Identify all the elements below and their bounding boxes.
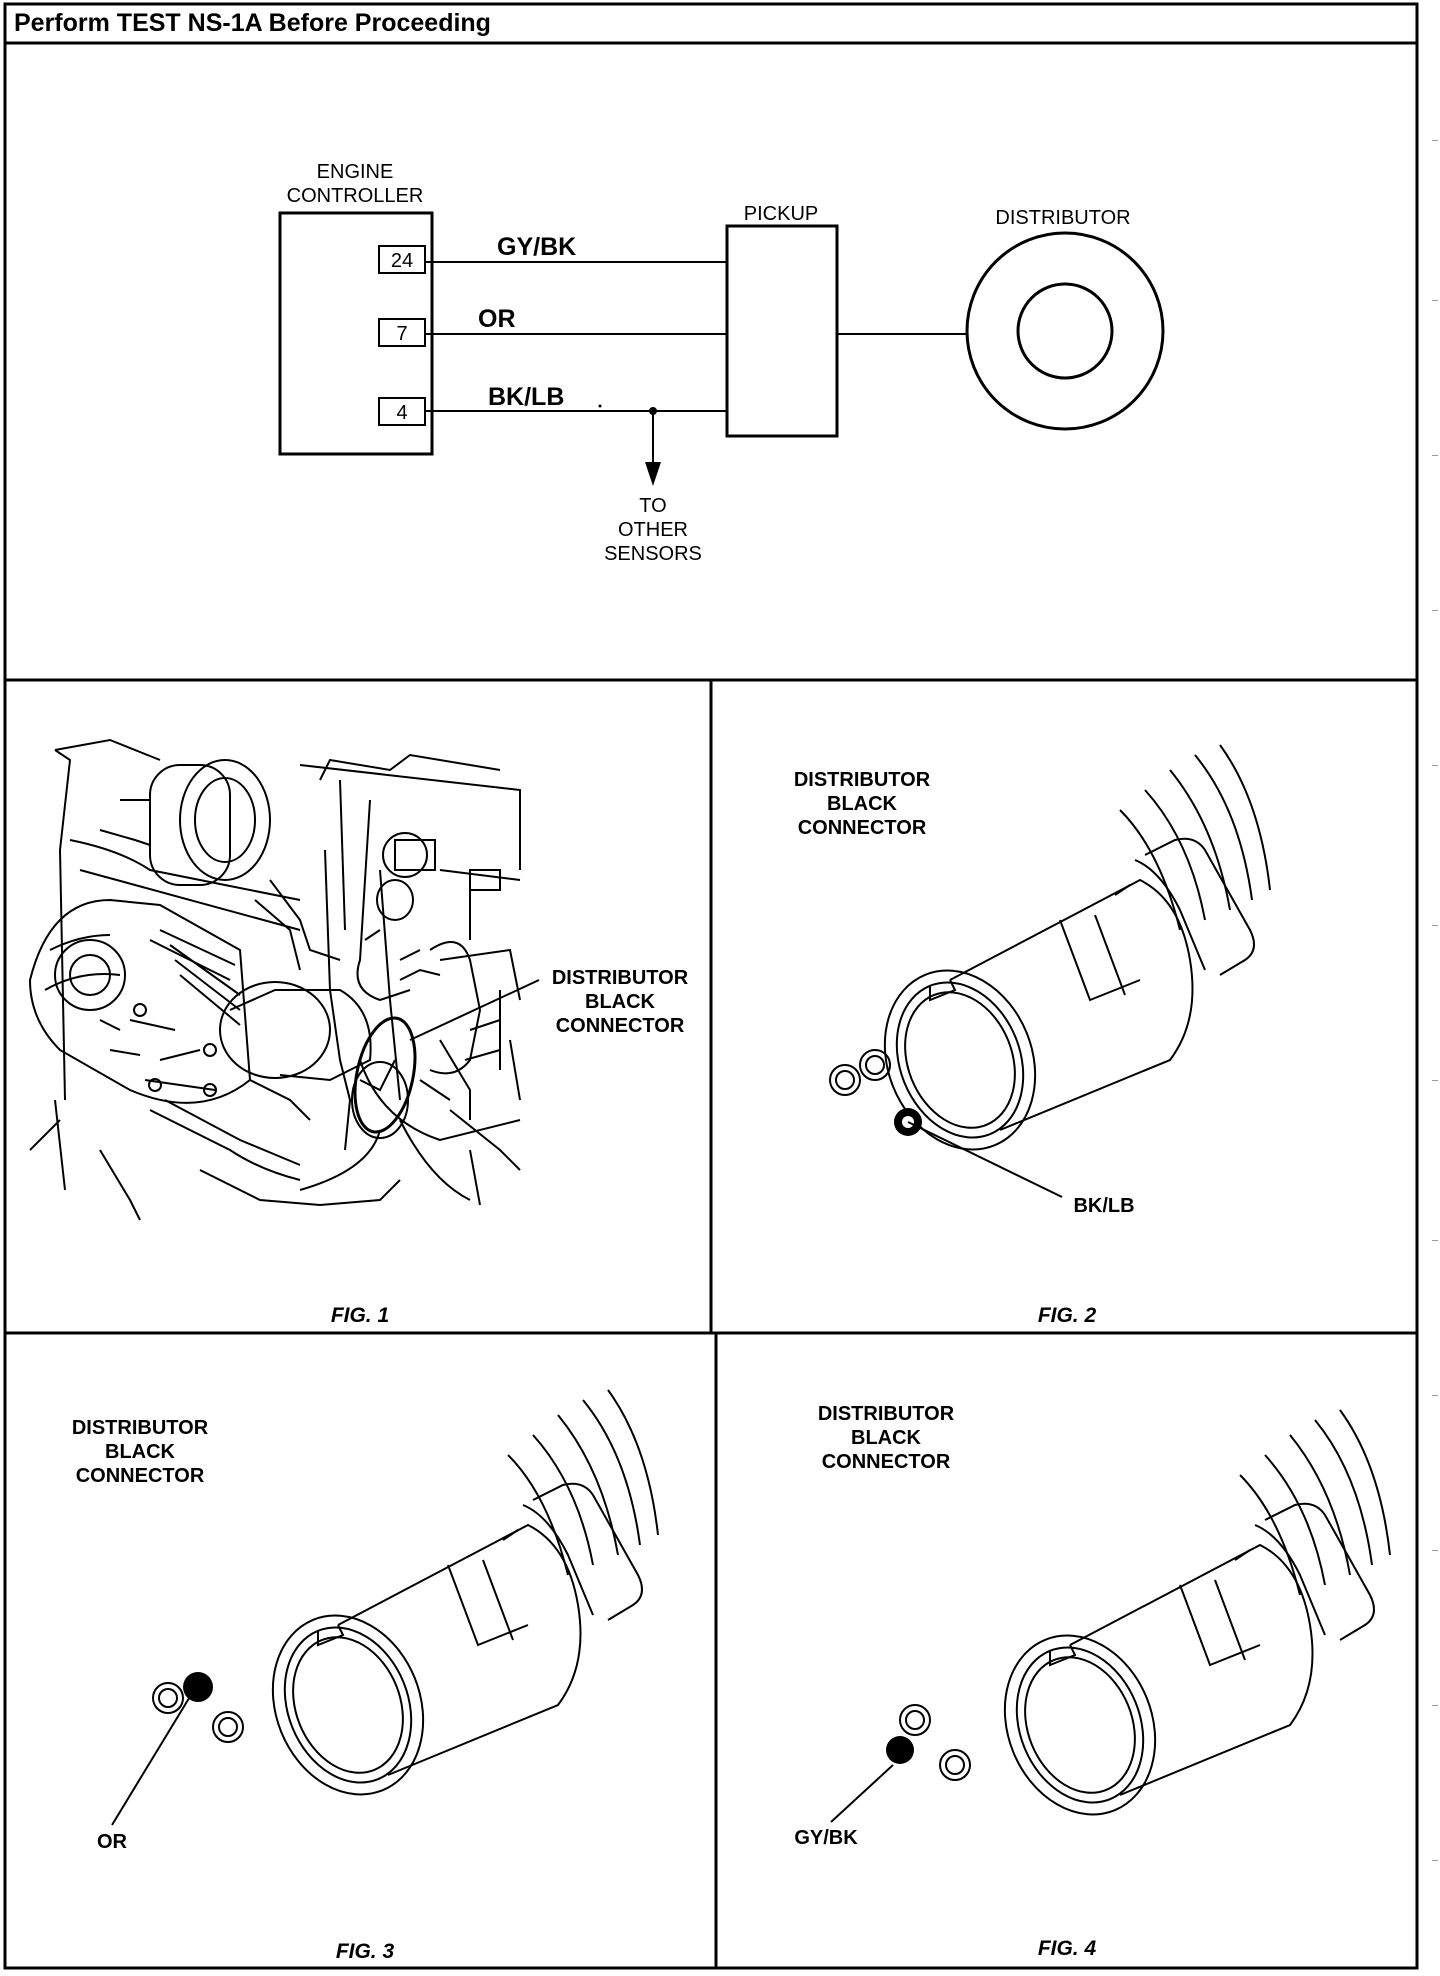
fig2-label-1: DISTRIBUTOR bbox=[794, 769, 931, 791]
fig3-wire-label: OR bbox=[97, 1831, 128, 1853]
engine-bay-illustration bbox=[28, 738, 521, 1221]
margin-tick bbox=[1432, 925, 1438, 926]
fig3-leader bbox=[111, 1689, 195, 1826]
fig2-label-2: BLACK bbox=[827, 793, 898, 815]
margin-tick bbox=[1432, 455, 1438, 456]
margin-tick bbox=[1432, 140, 1438, 141]
to-other-1: TO bbox=[639, 495, 666, 517]
wire-or-label: OR bbox=[478, 305, 516, 333]
fig4-label-3: CONNECTOR bbox=[822, 1451, 951, 1473]
distributor-outer bbox=[965, 231, 1165, 431]
fig4-label-2: BLACK bbox=[851, 1427, 922, 1449]
margin-tick bbox=[1432, 1860, 1438, 1861]
pin-7-box bbox=[378, 318, 426, 347]
fig4-caption: FIG. 4 bbox=[1038, 1937, 1097, 1960]
margin-tick bbox=[1432, 610, 1438, 611]
fig2-caption: FIG. 2 bbox=[1038, 1304, 1097, 1327]
fig4-label-1: DISTRIBUTOR bbox=[818, 1403, 955, 1425]
fig1-leader bbox=[409, 979, 540, 1041]
fig4-pin-gybk bbox=[886, 1736, 914, 1764]
to-other-arrow bbox=[645, 462, 661, 486]
schematic-labels: ENGINE CONTROLLER PICKUP DISTRIBUTOR 24 … bbox=[287, 161, 1131, 565]
margin-tick bbox=[1432, 765, 1438, 766]
to-other-3: SENSORS bbox=[604, 543, 702, 565]
pin-4-label: 4 bbox=[396, 402, 407, 424]
fig3-pin-or bbox=[183, 1672, 213, 1702]
distributor-label: DISTRIBUTOR bbox=[995, 207, 1130, 229]
pin-24-box bbox=[378, 245, 426, 274]
figure-labels: DISTRIBUTOR BLACK CONNECTOR FIG. 1 DISTR… bbox=[72, 769, 1135, 1963]
fig3-caption: FIG. 3 bbox=[336, 1940, 395, 1963]
fig2-label-3: CONNECTOR bbox=[798, 817, 927, 839]
margin-tick bbox=[1432, 1550, 1438, 1551]
to-other-2: OTHER bbox=[618, 519, 688, 541]
distributor-inner bbox=[1016, 282, 1114, 380]
fig1-label-1: DISTRIBUTOR bbox=[552, 967, 689, 989]
margin-tick bbox=[1432, 1395, 1438, 1396]
schematic bbox=[278, 211, 1165, 486]
wire-bklb-label: BK/LB bbox=[488, 383, 564, 411]
pickup-label: PICKUP bbox=[744, 203, 818, 225]
fig1-label-2: BLACK bbox=[585, 991, 656, 1013]
margin-tick bbox=[1432, 300, 1438, 301]
fig4-wire-label: GY/BK bbox=[794, 1827, 858, 1849]
fig2-wire-label: BK/LB bbox=[1073, 1195, 1134, 1217]
controller-label-1: ENGINE bbox=[317, 161, 394, 183]
pickup-box bbox=[725, 224, 839, 438]
wire-gyb-label: GY/BK bbox=[497, 233, 576, 261]
fig1-label-3: CONNECTOR bbox=[556, 1015, 685, 1037]
engine-bay-highlight bbox=[353, 1016, 417, 1134]
margin-tick bbox=[1432, 1240, 1438, 1241]
page-frame bbox=[3, 2, 1419, 1970]
page-title: Perform TEST NS-1A Before Proceeding bbox=[14, 9, 491, 37]
fig4-connector bbox=[886, 1409, 1391, 1839]
margin-tick bbox=[1432, 1080, 1438, 1081]
pin-24-label: 24 bbox=[391, 250, 413, 272]
fig3-label-2: BLACK bbox=[105, 1441, 176, 1463]
pin-7-label: 7 bbox=[396, 323, 407, 345]
fig3-label-3: CONNECTOR bbox=[76, 1465, 205, 1487]
margin-tick bbox=[1432, 1705, 1438, 1706]
controller-label-2: CONTROLLER bbox=[287, 185, 424, 207]
fig1-caption: FIG. 1 bbox=[331, 1304, 389, 1327]
fig3-connector bbox=[152, 1389, 659, 1819]
fig3-label-1: DISTRIBUTOR bbox=[72, 1417, 209, 1439]
fig4-leader bbox=[830, 1764, 894, 1823]
fig2-leader bbox=[907, 1121, 1063, 1198]
